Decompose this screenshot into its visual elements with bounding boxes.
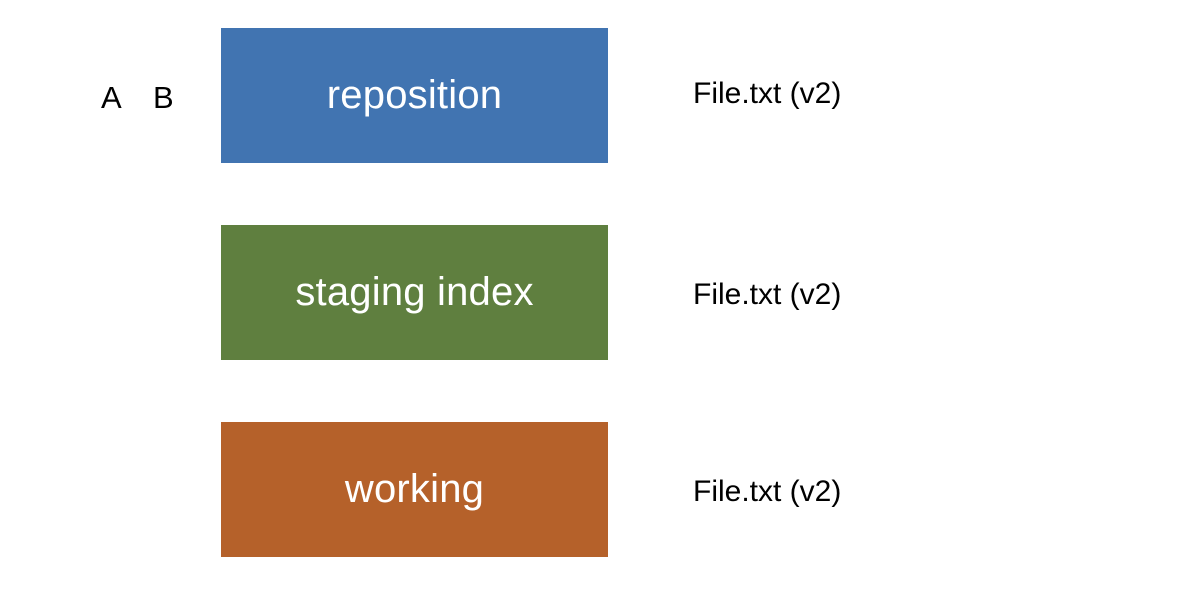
working-file-label: File.txt (v2) bbox=[693, 475, 842, 508]
repository-box-label: reposition bbox=[326, 73, 503, 117]
staging-file-label: File.txt (v2) bbox=[693, 278, 842, 311]
repository-box: reposition bbox=[221, 28, 608, 163]
commit-a-label: A bbox=[101, 80, 122, 115]
commit-b-label: B bbox=[153, 80, 174, 115]
staging-index-box: staging index bbox=[221, 225, 608, 360]
working-box-label: working bbox=[344, 467, 485, 511]
working-box: working bbox=[221, 422, 608, 557]
staging-index-box-label: staging index bbox=[295, 270, 534, 314]
repository-file-label: File.txt (v2) bbox=[693, 77, 842, 110]
